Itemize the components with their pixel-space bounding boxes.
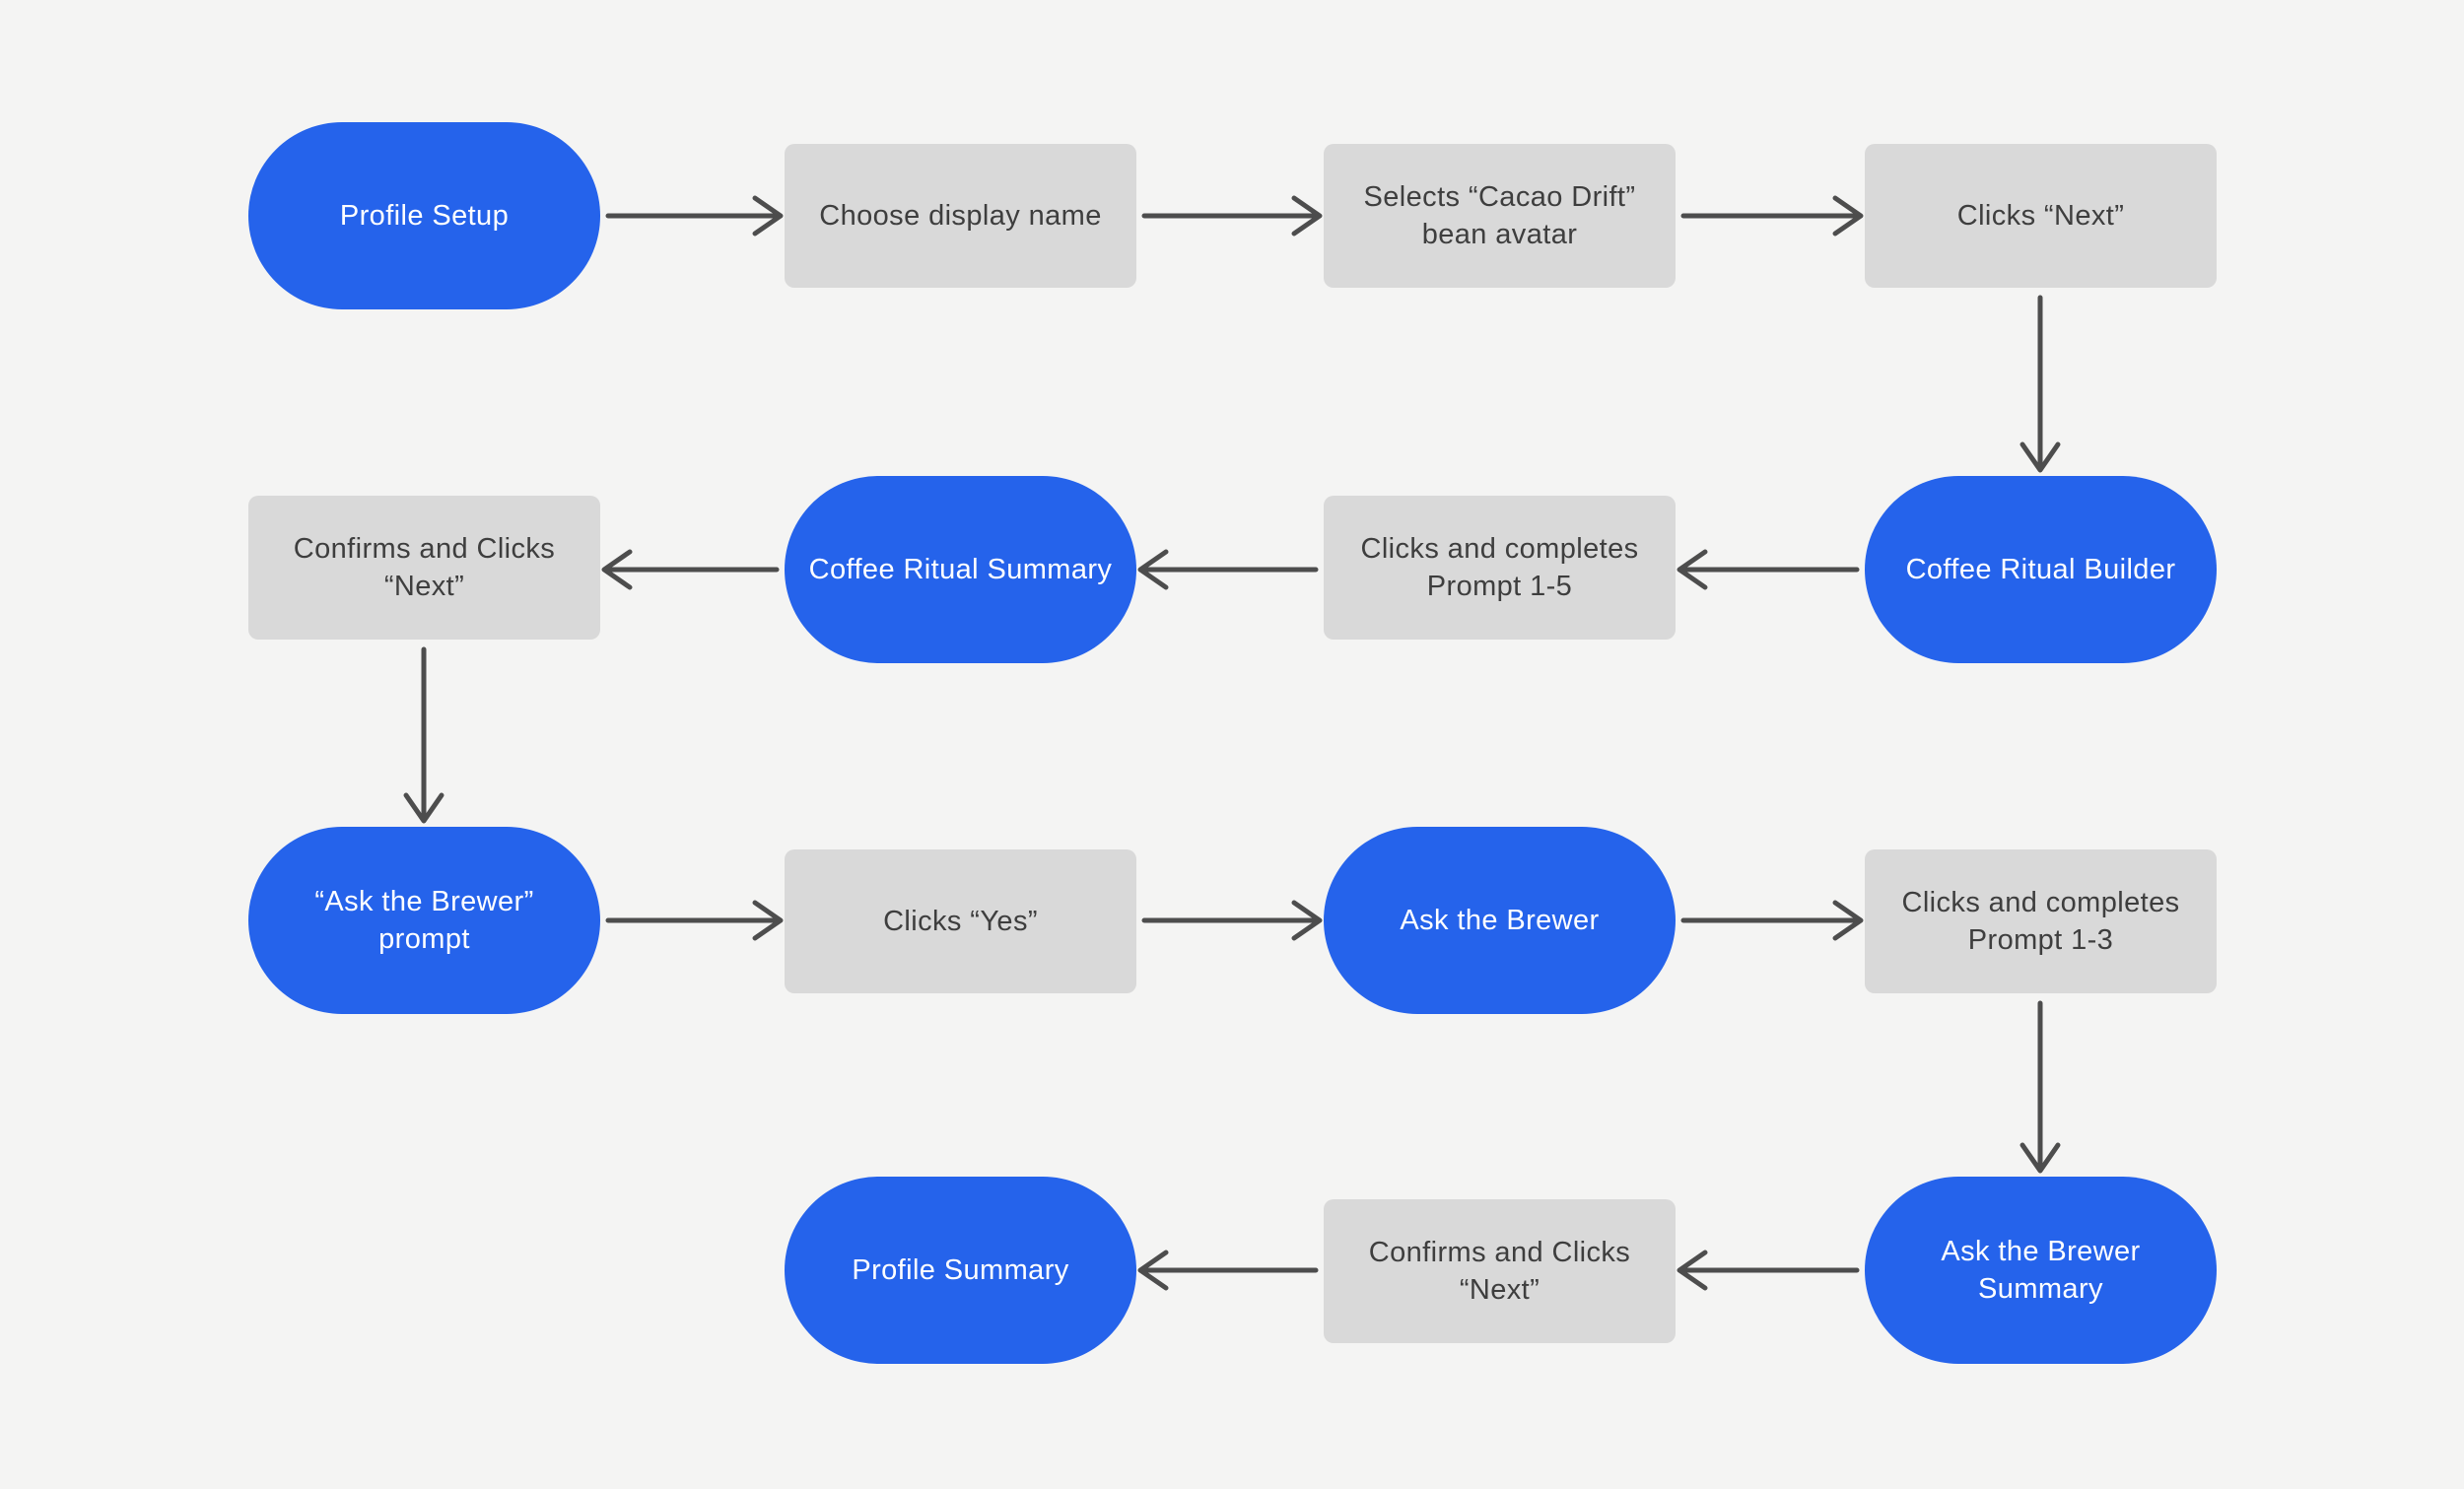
edge-clicks-next-to-coffee-ritual-builder — [2019, 295, 2061, 473]
node-clicks-next-1: Clicks “Next” — [1865, 144, 2217, 288]
node-ask-the-brewer-summary: Ask the Brewer Summary — [1865, 1177, 2217, 1364]
node-clicks-yes: Clicks “Yes” — [785, 849, 1136, 993]
node-profile-summary: Profile Summary — [785, 1177, 1136, 1364]
edge-confirms-and-clicks-next-to-ask-the-brewer-prompt — [403, 646, 445, 824]
edge-choose-display-name-to-selects-cacao-drift-bean-avatar — [1141, 195, 1323, 237]
edge-ask-the-brewer-to-clicks-and-completes-prompt-1-3 — [1680, 900, 1864, 941]
node-choose-display-name: Choose display name — [785, 144, 1136, 288]
edge-coffee-ritual-summary-to-confirms-and-clicks-next — [601, 549, 780, 590]
edge-ask-the-brewer-summary-to-confirms-and-clicks-next — [1677, 1250, 1860, 1291]
node-selects-cacao-drift-bean-avatar: Selects “Cacao Drift” bean avatar — [1324, 144, 1676, 288]
edge-selects-cacao-drift-bean-avatar-to-clicks-next — [1680, 195, 1864, 237]
node-ask-the-brewer-prompt: “Ask the Brewer” prompt — [248, 827, 600, 1014]
node-confirms-and-clicks-next-1: Confirms and Clicks “Next” — [248, 496, 600, 640]
edge-clicks-yes-to-ask-the-brewer — [1141, 900, 1323, 941]
node-coffee-ritual-summary: Coffee Ritual Summary — [785, 476, 1136, 663]
edge-confirms-and-clicks-next-to-profile-summary — [1137, 1250, 1319, 1291]
edge-clicks-and-completes-prompt-1-3-to-ask-the-brewer-summary — [2019, 1000, 2061, 1174]
node-clicks-and-completes-prompt-1-3: Clicks and completes Prompt 1-3 — [1865, 849, 2217, 993]
edge-coffee-ritual-builder-to-clicks-and-completes-prompt-1-5 — [1677, 549, 1860, 590]
node-ask-the-brewer: Ask the Brewer — [1324, 827, 1676, 1014]
edge-ask-the-brewer-prompt-to-clicks-yes — [605, 900, 784, 941]
node-profile-setup: Profile Setup — [248, 122, 600, 309]
node-confirms-and-clicks-next-2: Confirms and Clicks “Next” — [1324, 1199, 1676, 1343]
node-coffee-ritual-builder: Coffee Ritual Builder — [1865, 476, 2217, 663]
edge-profile-setup-to-choose-display-name — [605, 195, 784, 237]
node-clicks-and-completes-prompt-1-5: Clicks and completes Prompt 1-5 — [1324, 496, 1676, 640]
edge-clicks-and-completes-prompt-1-5-to-coffee-ritual-summary — [1137, 549, 1319, 590]
